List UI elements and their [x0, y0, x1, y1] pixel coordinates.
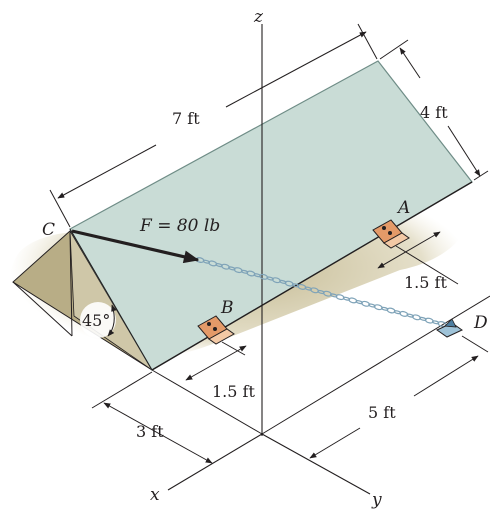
dim-line-4ft-a	[399, 47, 421, 79]
chain-link	[220, 263, 231, 270]
dim-line-5ft-b	[413, 355, 479, 397]
dim-line-b	[185, 345, 247, 381]
inclined-plate	[69, 60, 473, 371]
dim-label-7ft: 7 ft	[172, 109, 200, 128]
dim-line-a	[377, 231, 441, 269]
chain-link	[266, 276, 274, 281]
anchor-d-top	[444, 318, 457, 328]
end-triangle-base	[12, 281, 73, 337]
hinge-b	[197, 315, 235, 345]
point-c-label: C	[42, 220, 55, 240]
chain-link	[386, 307, 396, 314]
angle-arc	[107, 304, 117, 337]
angle-badge	[80, 302, 116, 338]
x-axis	[167, 433, 263, 491]
plate-lower-edge	[151, 181, 473, 371]
point-a-label: A	[396, 198, 410, 218]
angle-label: 45°	[82, 311, 110, 330]
dim-line-4ft-b	[447, 125, 481, 177]
axis-z-label: z	[253, 7, 264, 27]
axis-y-label: y	[371, 490, 382, 510]
dim-label-5ft: 5 ft	[368, 403, 396, 422]
chain-link	[361, 300, 371, 307]
ext-line-4ft-bottom	[473, 170, 489, 181]
chain-link	[253, 273, 262, 278]
dim-label-3ft: 3 ft	[136, 422, 164, 441]
point-b-label: B	[220, 298, 234, 318]
plate-left-edge	[69, 228, 153, 371]
dim-line-5ft-a	[309, 427, 361, 459]
chain-link	[240, 269, 249, 274]
chain-link	[342, 296, 351, 301]
dim-label-a: 1.5 ft	[404, 273, 447, 292]
ground-line-b	[151, 369, 263, 435]
chain-link	[304, 286, 313, 291]
axis-x-label: x	[150, 485, 160, 505]
force-arrow	[71, 229, 200, 264]
dim-line-7ft-b	[225, 31, 367, 108]
chain-link	[406, 313, 414, 318]
y-axis	[261, 433, 371, 495]
chain-link	[291, 283, 300, 288]
chain-link	[215, 263, 223, 268]
dim-label-b: 1.5 ft	[212, 382, 255, 401]
ext-line-5ft	[461, 335, 489, 353]
point-d-label: D	[473, 313, 488, 333]
ext-line-7ft-right	[357, 23, 378, 60]
dim-line-7ft-a	[57, 144, 157, 199]
end-triangle-height	[69, 232, 73, 337]
ext-line-7ft-left	[49, 189, 71, 228]
chain-link	[399, 310, 409, 317]
force-label: F = 80 lb	[139, 216, 220, 236]
chain-link	[424, 317, 434, 324]
chain-link	[284, 280, 294, 287]
dim-line-3ft	[103, 402, 213, 464]
chain-link	[322, 290, 332, 297]
chain-link	[202, 259, 211, 264]
dim-label-4ft: 4 ft	[420, 103, 448, 122]
ext-line-3ft	[91, 371, 153, 409]
ext-line-4ft-top	[379, 39, 409, 60]
